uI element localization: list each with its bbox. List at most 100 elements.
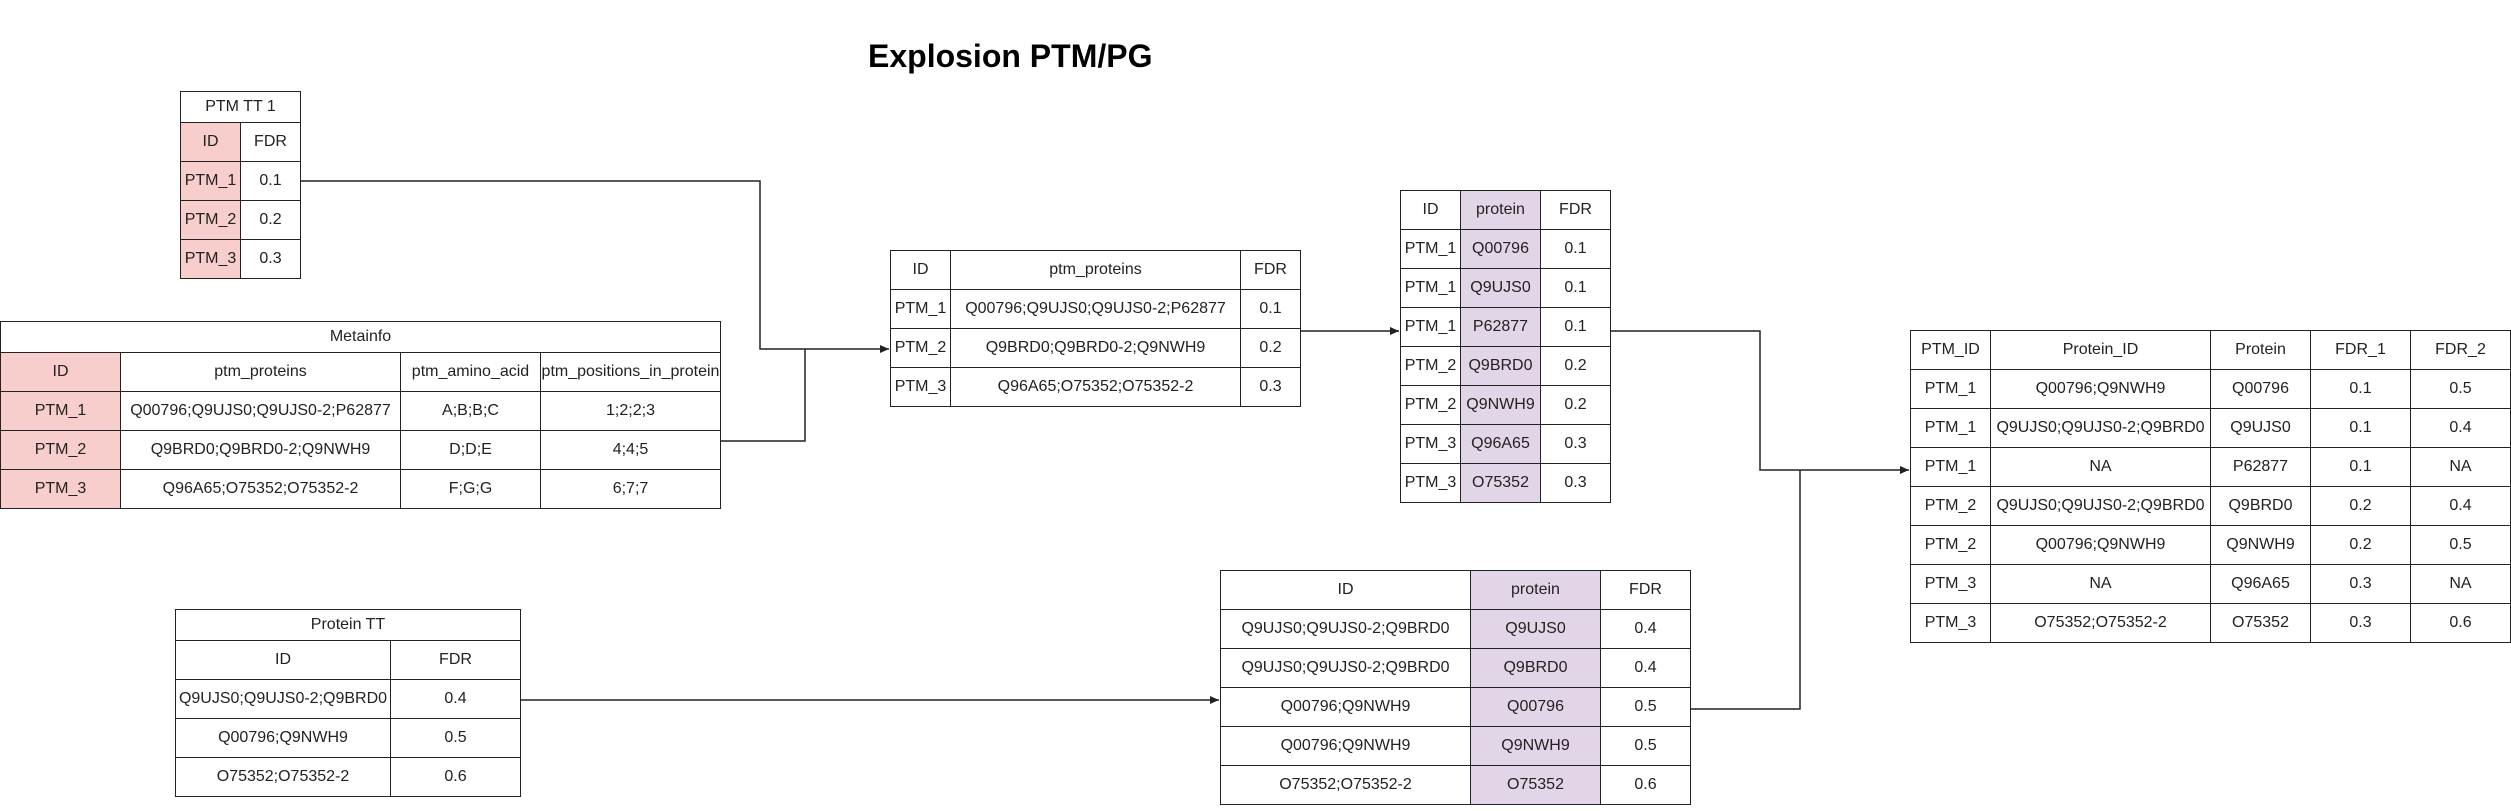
table-cell: 0.5 xyxy=(1600,726,1691,766)
table-row: PTM_3 0.3 xyxy=(180,239,301,279)
table-cell: 0.3 xyxy=(240,239,301,279)
table-cell: 0.2 xyxy=(240,200,301,240)
table-cell: 0.2 xyxy=(2310,525,2411,565)
table-cell: Q9BRD0;Q9BRD0-2;Q9NWH9 xyxy=(950,328,1241,368)
connector-ptm-tt1-to-merged xyxy=(300,180,889,353)
table-cell: Q9UJS0;Q9UJS0-2;Q9BRD0 xyxy=(175,679,391,719)
metainfo-table: Metainfo ID ptm_proteins ptm_amino_acid … xyxy=(0,321,721,509)
table-cell: 0.3 xyxy=(2310,603,2411,643)
connector-exploded-pg-to-result xyxy=(1690,470,1801,710)
table-row: PTM_1 0.1 xyxy=(180,161,301,201)
table-cell: PTM_3 xyxy=(1400,463,1461,503)
table-row: PTM_2 Q00796;Q9NWH9 Q9NWH9 0.2 0.5 xyxy=(1910,525,2511,565)
table-cell: 0.3 xyxy=(1540,424,1611,464)
table-row: PTM_3 O75352;O75352-2 O75352 0.3 0.6 xyxy=(1910,603,2511,643)
table-caption: PTM TT 1 xyxy=(180,91,301,123)
table-cell: Q00796 xyxy=(2210,369,2311,409)
table-cell: PTM_1 xyxy=(1910,408,1991,448)
table-cell: O75352;O75352-2 xyxy=(1220,765,1471,805)
column-header: ID xyxy=(1400,190,1461,230)
table-cell: O75352;O75352-2 xyxy=(175,757,391,797)
table-cell: P62877 xyxy=(2210,447,2311,487)
table-cell: Q9UJS0;Q9UJS0-2;Q9BRD0 xyxy=(1990,486,2211,526)
table-cell: 0.1 xyxy=(240,161,301,201)
column-header: Protein_ID xyxy=(1990,330,2211,370)
table-cell: P62877 xyxy=(1460,307,1541,347)
column-header: ptm_amino_acid xyxy=(400,352,541,392)
column-header: Protein xyxy=(2210,330,2311,370)
table-row: PTM_3 Q96A65;O75352;O75352-2 0.3 xyxy=(890,367,1301,407)
table-cell: PTM_2 xyxy=(1910,486,1991,526)
table-cell: PTM_3 xyxy=(180,239,241,279)
table-cell: 6;7;7 xyxy=(540,469,721,509)
table-cell: Q9UJS0;Q9UJS0-2;Q9BRD0 xyxy=(1220,609,1471,649)
column-header: protein xyxy=(1470,570,1601,610)
table-cell: 0.1 xyxy=(1540,268,1611,308)
table-cell: 0.4 xyxy=(390,679,521,719)
column-header: FDR xyxy=(1600,570,1691,610)
table-cell: Q00796 xyxy=(1460,229,1541,269)
table-cell: PTM_1 xyxy=(1400,268,1461,308)
table-row: Q00796;Q9NWH9 Q00796 0.5 xyxy=(1220,687,1691,727)
connector-exploded-ptm-to-result xyxy=(1610,330,1909,474)
table-cell: PTM_1 xyxy=(1910,369,1991,409)
table-row: O75352;O75352-2 0.6 xyxy=(175,757,521,797)
result-table: PTM_ID Protein_ID Protein FDR_1 FDR_2 PT… xyxy=(1910,330,2511,643)
column-header: FDR_1 xyxy=(2310,330,2411,370)
table-cell: 0.5 xyxy=(390,718,521,758)
table-cell: Q00796;Q9NWH9 xyxy=(1990,525,2211,565)
table-cell: Q9UJS0;Q9UJS0-2;Q9BRD0 xyxy=(1990,408,2211,448)
table-cell: 0.3 xyxy=(2310,564,2411,604)
table-cell: PTM_2 xyxy=(890,328,951,368)
column-header: ID xyxy=(890,250,951,290)
table-cell: 0.1 xyxy=(1240,289,1301,329)
table-row: PTM_1 Q00796;Q9NWH9 Q00796 0.1 0.5 xyxy=(1910,369,2511,409)
column-header: ID xyxy=(0,352,121,392)
table-cell: O75352 xyxy=(2210,603,2311,643)
column-header: FDR xyxy=(390,640,521,680)
table-cell: 0.4 xyxy=(2410,408,2511,448)
table-row: PTM_1 Q00796;Q9UJS0;Q9UJS0-2;P62877 A;B;… xyxy=(0,391,721,431)
table-cell: PTM_3 xyxy=(890,367,951,407)
protein-tt-table: Protein TT ID FDR Q9UJS0;Q9UJS0-2;Q9BRD0… xyxy=(175,609,521,797)
table-cell: 0.6 xyxy=(390,757,521,797)
table-cell: 0.5 xyxy=(2410,525,2511,565)
table-cell: Q00796;Q9NWH9 xyxy=(1220,726,1471,766)
table-cell: Q96A65;O75352;O75352-2 xyxy=(120,469,401,509)
table-cell: 0.1 xyxy=(2310,369,2411,409)
table-cell: O75352;O75352-2 xyxy=(1990,603,2211,643)
table-cell: PTM_1 xyxy=(890,289,951,329)
table-cell: 0.1 xyxy=(1540,229,1611,269)
table-row: PTM_2 Q9BRD0 0.2 xyxy=(1400,346,1611,386)
ptm-tt1-table: PTM TT 1 ID FDR PTM_1 0.1 PTM_2 0.2 PTM_… xyxy=(180,91,301,279)
table-cell: Q9BRD0 xyxy=(1460,346,1541,386)
table-row: PTM_2 Q9UJS0;Q9UJS0-2;Q9BRD0 Q9BRD0 0.2 … xyxy=(1910,486,2511,526)
table-cell: Q9BRD0 xyxy=(2210,486,2311,526)
table-cell: PTM_2 xyxy=(1910,525,1991,565)
table-cell: NA xyxy=(2410,564,2511,604)
exploded-pg-table: ID protein FDR Q9UJS0;Q9UJS0-2;Q9BRD0 Q9… xyxy=(1220,570,1691,805)
table-cell: Q9NWH9 xyxy=(1470,726,1601,766)
table-cell: PTM_2 xyxy=(180,200,241,240)
table-cell: PTM_1 xyxy=(1910,447,1991,487)
table-row: Q9UJS0;Q9UJS0-2;Q9BRD0 Q9BRD0 0.4 xyxy=(1220,648,1691,688)
table-cell: O75352 xyxy=(1460,463,1541,503)
merged-ptm-table: ID ptm_proteins FDR PTM_1 Q00796;Q9UJS0;… xyxy=(890,250,1301,407)
table-cell: 0.2 xyxy=(2310,486,2411,526)
table-cell: Q9NWH9 xyxy=(2210,525,2311,565)
table-cell: 0.1 xyxy=(2310,408,2411,448)
connector-metainfo-to-merged xyxy=(720,349,806,442)
diagram-title: Explosion PTM/PG xyxy=(868,38,1153,74)
table-cell: 0.6 xyxy=(1600,765,1691,805)
table-row: PTM_1 Q9UJS0;Q9UJS0-2;Q9BRD0 Q9UJS0 0.1 … xyxy=(1910,408,2511,448)
column-header: ID xyxy=(180,122,241,162)
table-row: PTM_3 NA Q96A65 0.3 NA xyxy=(1910,564,2511,604)
table-row: PTM_1 Q00796 0.1 xyxy=(1400,229,1611,269)
table-cell: Q00796;Q9UJS0;Q9UJS0-2;P62877 xyxy=(120,391,401,431)
table-cell: PTM_1 xyxy=(0,391,121,431)
table-cell: Q00796;Q9NWH9 xyxy=(175,718,391,758)
table-cell: 0.6 xyxy=(2410,603,2511,643)
table-cell: 0.1 xyxy=(2310,447,2411,487)
table-row: Q9UJS0;Q9UJS0-2;Q9BRD0 0.4 xyxy=(175,679,521,719)
